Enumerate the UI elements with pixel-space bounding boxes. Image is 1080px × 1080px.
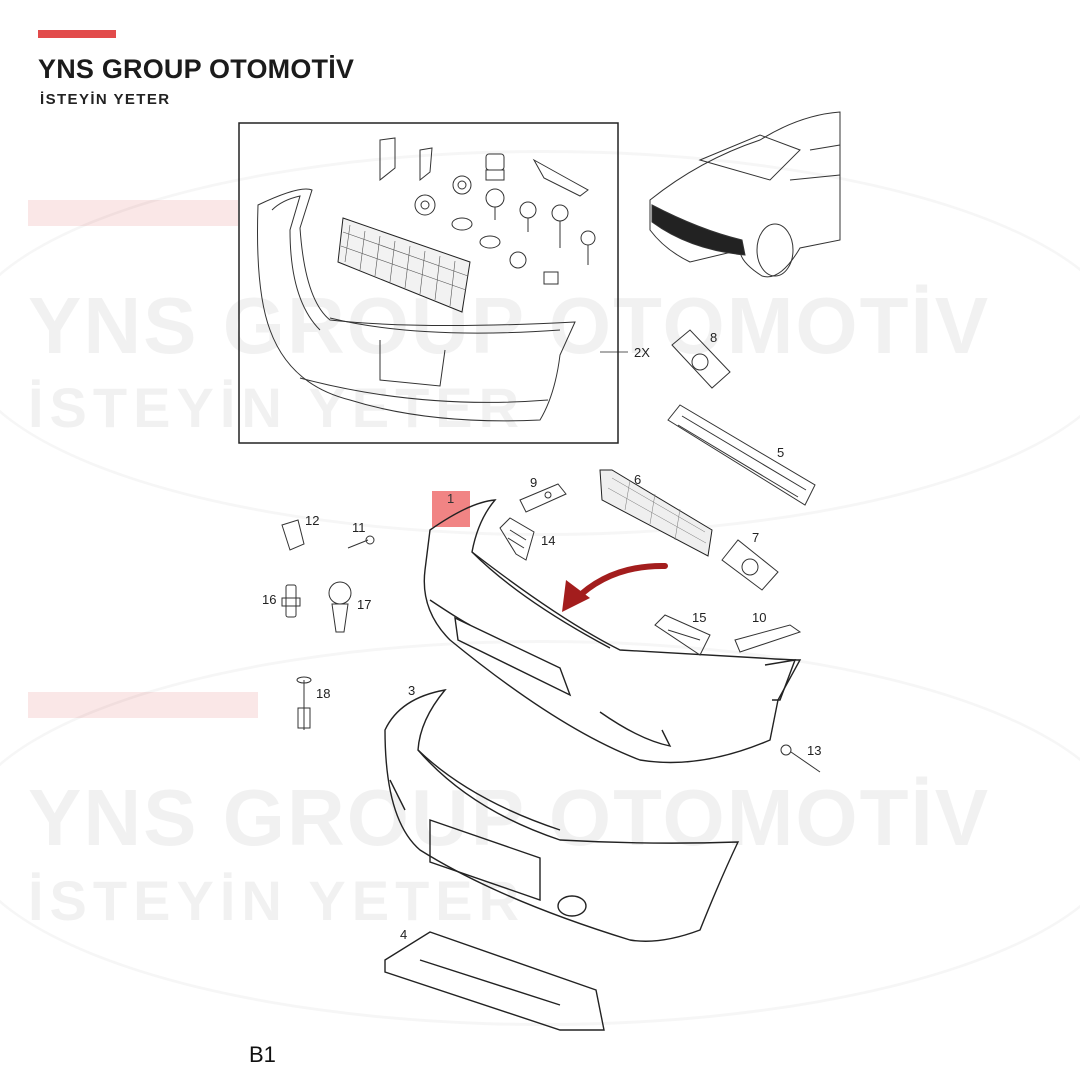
part-label-16: 16 (262, 592, 277, 607)
part-17-push-clip (328, 581, 352, 633)
page-code: B1 (249, 1042, 276, 1067)
brand-tagline: İSTEYİN YETER (40, 91, 171, 108)
part-label-4: 4 (400, 927, 408, 942)
part-10-bracket (734, 624, 802, 653)
part-6-mesh-grille (599, 469, 713, 557)
part-14-guide (499, 517, 535, 561)
part-label-6: 6 (634, 472, 642, 487)
part-label-1: 1 (447, 491, 455, 506)
part-11-screw (347, 535, 375, 549)
part-label-8: 8 (710, 330, 718, 345)
part-13-screw (780, 744, 821, 773)
part-4-underbody-shield (384, 931, 605, 1031)
part-label-18: 18 (316, 686, 331, 701)
kit-box (238, 122, 619, 444)
kit-bumper-illustration (257, 188, 576, 422)
part-1-bumper-cover (423, 499, 802, 764)
assembly-arrow-head (562, 580, 590, 612)
watermark-bar-top (28, 200, 238, 226)
part-16-clip (281, 584, 301, 618)
part-18-push-rivet (296, 676, 312, 730)
part-label-3: 3 (408, 683, 416, 698)
part-label-13: 13 (807, 743, 822, 758)
brand-accent-bar (38, 30, 116, 38)
part-5-lower-grille (667, 404, 816, 506)
brand-title: YNS GROUP OTOMOTİV (38, 54, 355, 84)
part-label-14: 14 (541, 533, 556, 548)
part-label-11: 11 (352, 520, 366, 535)
part-9-bracket (519, 483, 567, 513)
part-label-17: 17 (357, 597, 372, 612)
part-15-guide (654, 614, 711, 656)
watermark-tagline-top: İSTEYİN YETER (28, 376, 526, 439)
part-label-12: 12 (305, 513, 320, 528)
kit-hardware-illustration (379, 137, 596, 285)
watermark-bar-bottom (28, 692, 258, 718)
part-7-fog-cover-right (721, 539, 779, 591)
part-label-5: 5 (777, 445, 785, 460)
part-label-10: 10 (752, 610, 767, 625)
part-label-7: 7 (752, 530, 760, 545)
part-label-9: 9 (530, 475, 538, 490)
part-8-fog-cover-left (671, 329, 731, 389)
watermark-title-top: YNS GROUP OTOMOTİV (28, 281, 991, 370)
watermark-tagline-bottom: İSTEYİN YETER (28, 869, 526, 932)
part-12-clip (281, 519, 305, 551)
part-label-15: 15 (692, 610, 707, 625)
part-3-bumper-shell (384, 688, 740, 942)
quantity-note: 2X (634, 345, 650, 360)
kit-grille-illustration (337, 217, 471, 313)
assembly-arrow (572, 562, 668, 603)
vehicle-thumbnail (649, 111, 841, 278)
